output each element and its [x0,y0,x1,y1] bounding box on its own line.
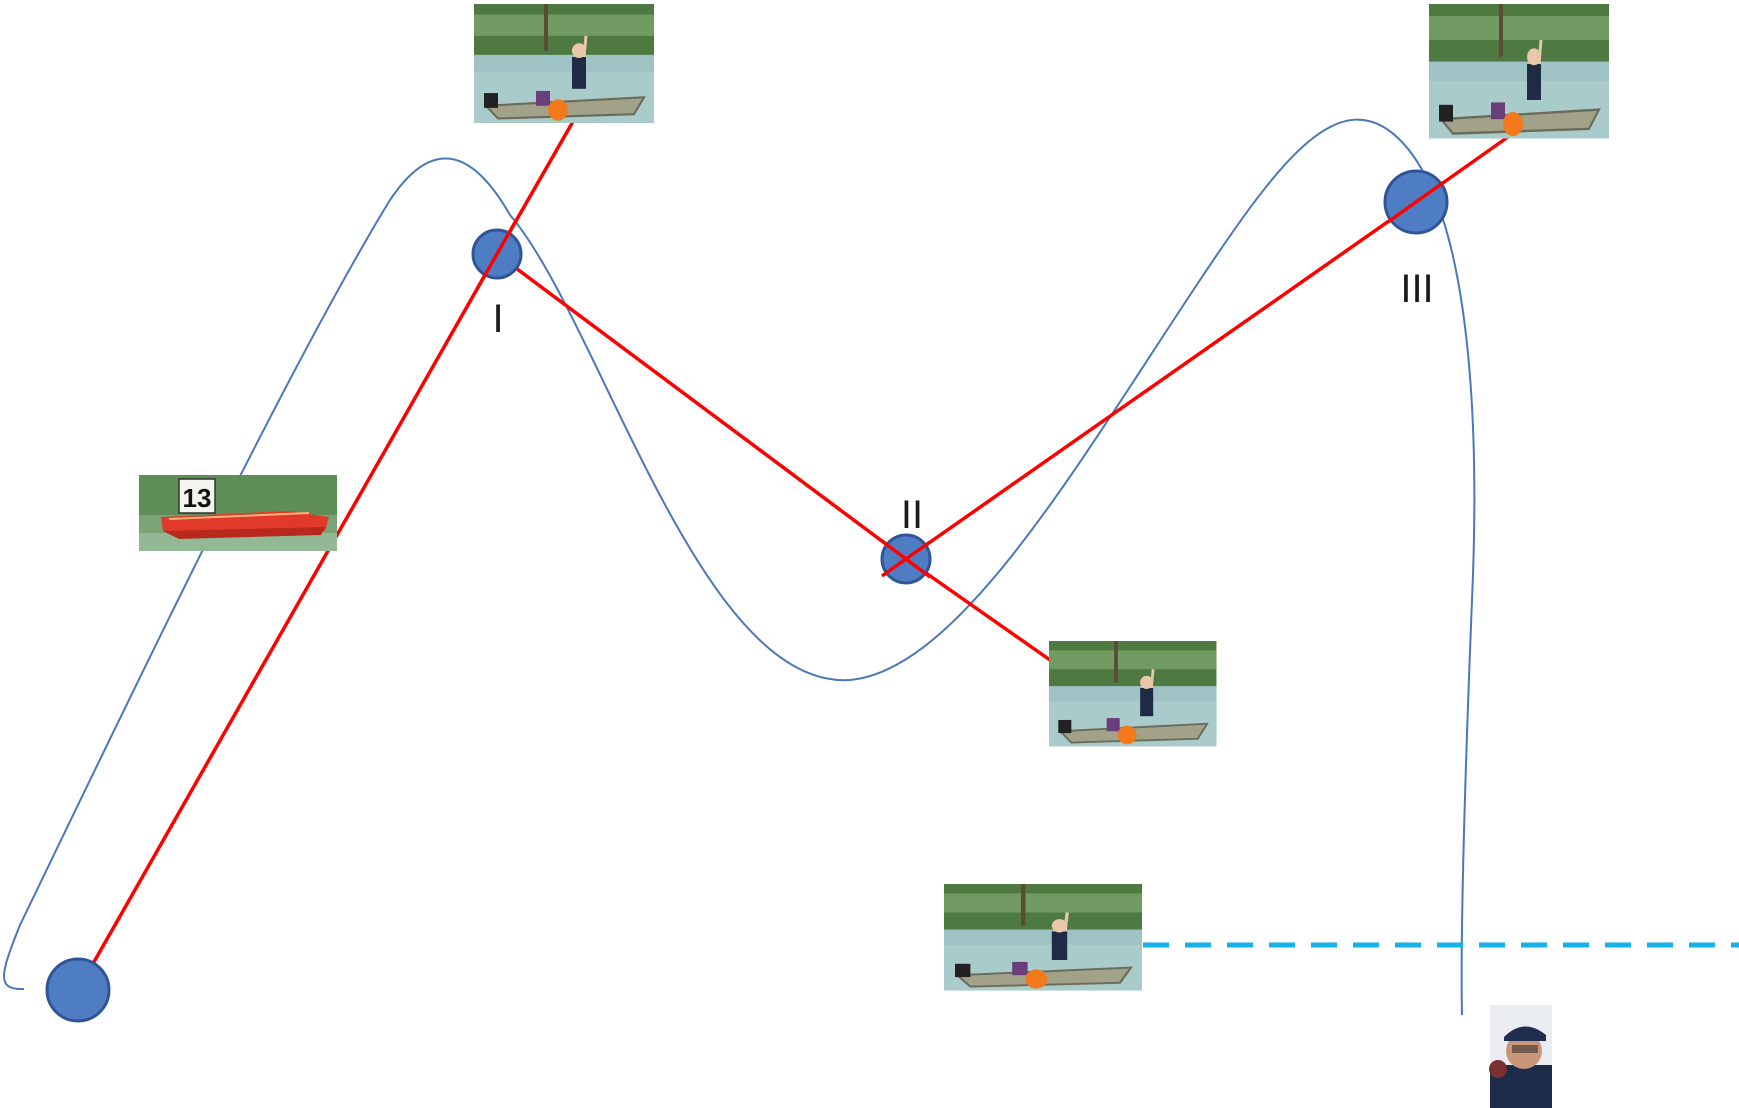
judge-boat-photo-2 [1047,639,1218,748]
buoy-1-crossline [475,218,519,290]
judge-boat-photo-3 [1427,2,1611,141]
buoy-label-1: I [492,297,503,341]
course-lines [76,117,1517,991]
official-photo [1489,1005,1552,1108]
buoy-3-crossline [1386,180,1446,224]
judge-boat-photo-1 [472,2,656,125]
buoy-2-crossline-b [880,540,932,578]
boat-path-curve [3,118,1476,1016]
course-line-buoy-1-to-buoy-2 [495,252,908,561]
course-line-buoy-2-to-buoy-3 [904,200,1418,561]
start-buoy [45,957,111,1023]
race-boat-13-photo: 13 [139,475,337,551]
buoy-label-3: III [1400,267,1433,311]
judge-boat-photo-finish [942,882,1144,993]
race-boat-number: 13 [183,483,212,513]
course-line-start-to-buoy-1 [76,253,499,991]
buoy-label-2: II [901,493,923,537]
